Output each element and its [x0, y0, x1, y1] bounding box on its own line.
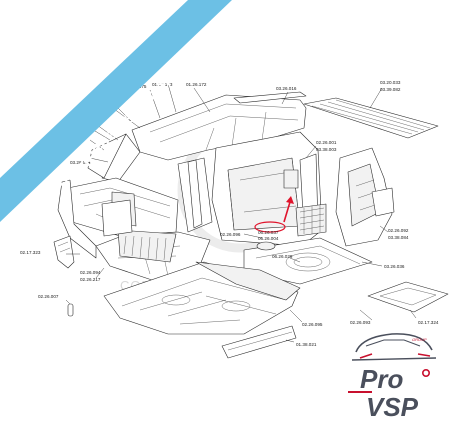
toe-board	[117, 229, 177, 263]
label-03-38-003: 03.38.003	[316, 147, 337, 152]
label-02-26-094: 02.26.094	[80, 270, 101, 275]
label-02-26-217: 02.26.217	[80, 277, 101, 282]
label-03-26-016: 03.26.016	[276, 86, 297, 91]
sill-strip	[221, 325, 297, 359]
label-02-26-007: 02.26.007	[38, 294, 59, 299]
b-pillar-strip	[187, 159, 203, 229]
rear-side-panel-inner	[227, 157, 301, 231]
spare-wheel-cup	[256, 241, 276, 251]
label-02-26-093: 02.26.093	[350, 320, 371, 325]
label-01-38-021: 01.38.021	[296, 342, 317, 347]
rear-vent-box	[283, 169, 299, 189]
provsp-logo: GROUP Pro VSP	[348, 333, 437, 422]
rear-quarter-assembly	[211, 131, 327, 247]
rear-floor	[243, 237, 373, 285]
label-03-26-036: 03.26.036	[384, 264, 405, 269]
label-03-20-033: 03.20.033	[380, 80, 401, 85]
label-03-38-084: 03.38.084	[388, 235, 409, 240]
rear-wing-panel	[335, 147, 395, 247]
roof-bow	[233, 91, 307, 104]
locating-pin	[67, 303, 74, 317]
label-03-26-035: 03.26.035	[70, 160, 91, 165]
rear-wing-bracket	[371, 187, 395, 217]
floor-pan	[103, 261, 301, 335]
logo-accent-dot	[421, 368, 430, 377]
highlight-marker	[254, 196, 294, 233]
inner-panel-box	[101, 199, 133, 237]
label-01-26-172: 01.26.172	[186, 82, 207, 87]
logo-line-pro: Pro	[360, 364, 403, 394]
front-valance	[57, 179, 97, 259]
logo-group-text: GROUP	[412, 337, 427, 342]
rear-crossmember	[195, 261, 301, 301]
boot-gasket-ring	[367, 281, 449, 313]
label-03-39-082: 03.39.082	[380, 87, 401, 92]
label-02-26-095: 02.26.095	[302, 322, 323, 327]
ribbed-roof-panel	[303, 97, 439, 139]
label-06-26-037: 06.26.037	[258, 230, 279, 235]
label-02-26-001: 02.26.001	[316, 140, 337, 145]
label-02-17-323: 02.17.323	[20, 250, 41, 255]
front-inner-trim	[53, 235, 75, 269]
label-02-26-096: 02.26.096	[220, 232, 241, 237]
label-01-26-173: 01.26.173	[152, 82, 173, 87]
windscreen-frame	[87, 133, 127, 179]
leader-lines	[65, 83, 417, 343]
logo-line-vsp: VSP	[366, 392, 419, 422]
label-02-26-092: 02.26.092	[388, 228, 409, 233]
label-06-26-004: 06.26.004	[258, 236, 279, 241]
wheelarch-grid	[295, 203, 327, 237]
label-06-26-029: 06.26.029	[272, 254, 293, 259]
label-02-17-324: 02.17.324	[418, 320, 439, 325]
